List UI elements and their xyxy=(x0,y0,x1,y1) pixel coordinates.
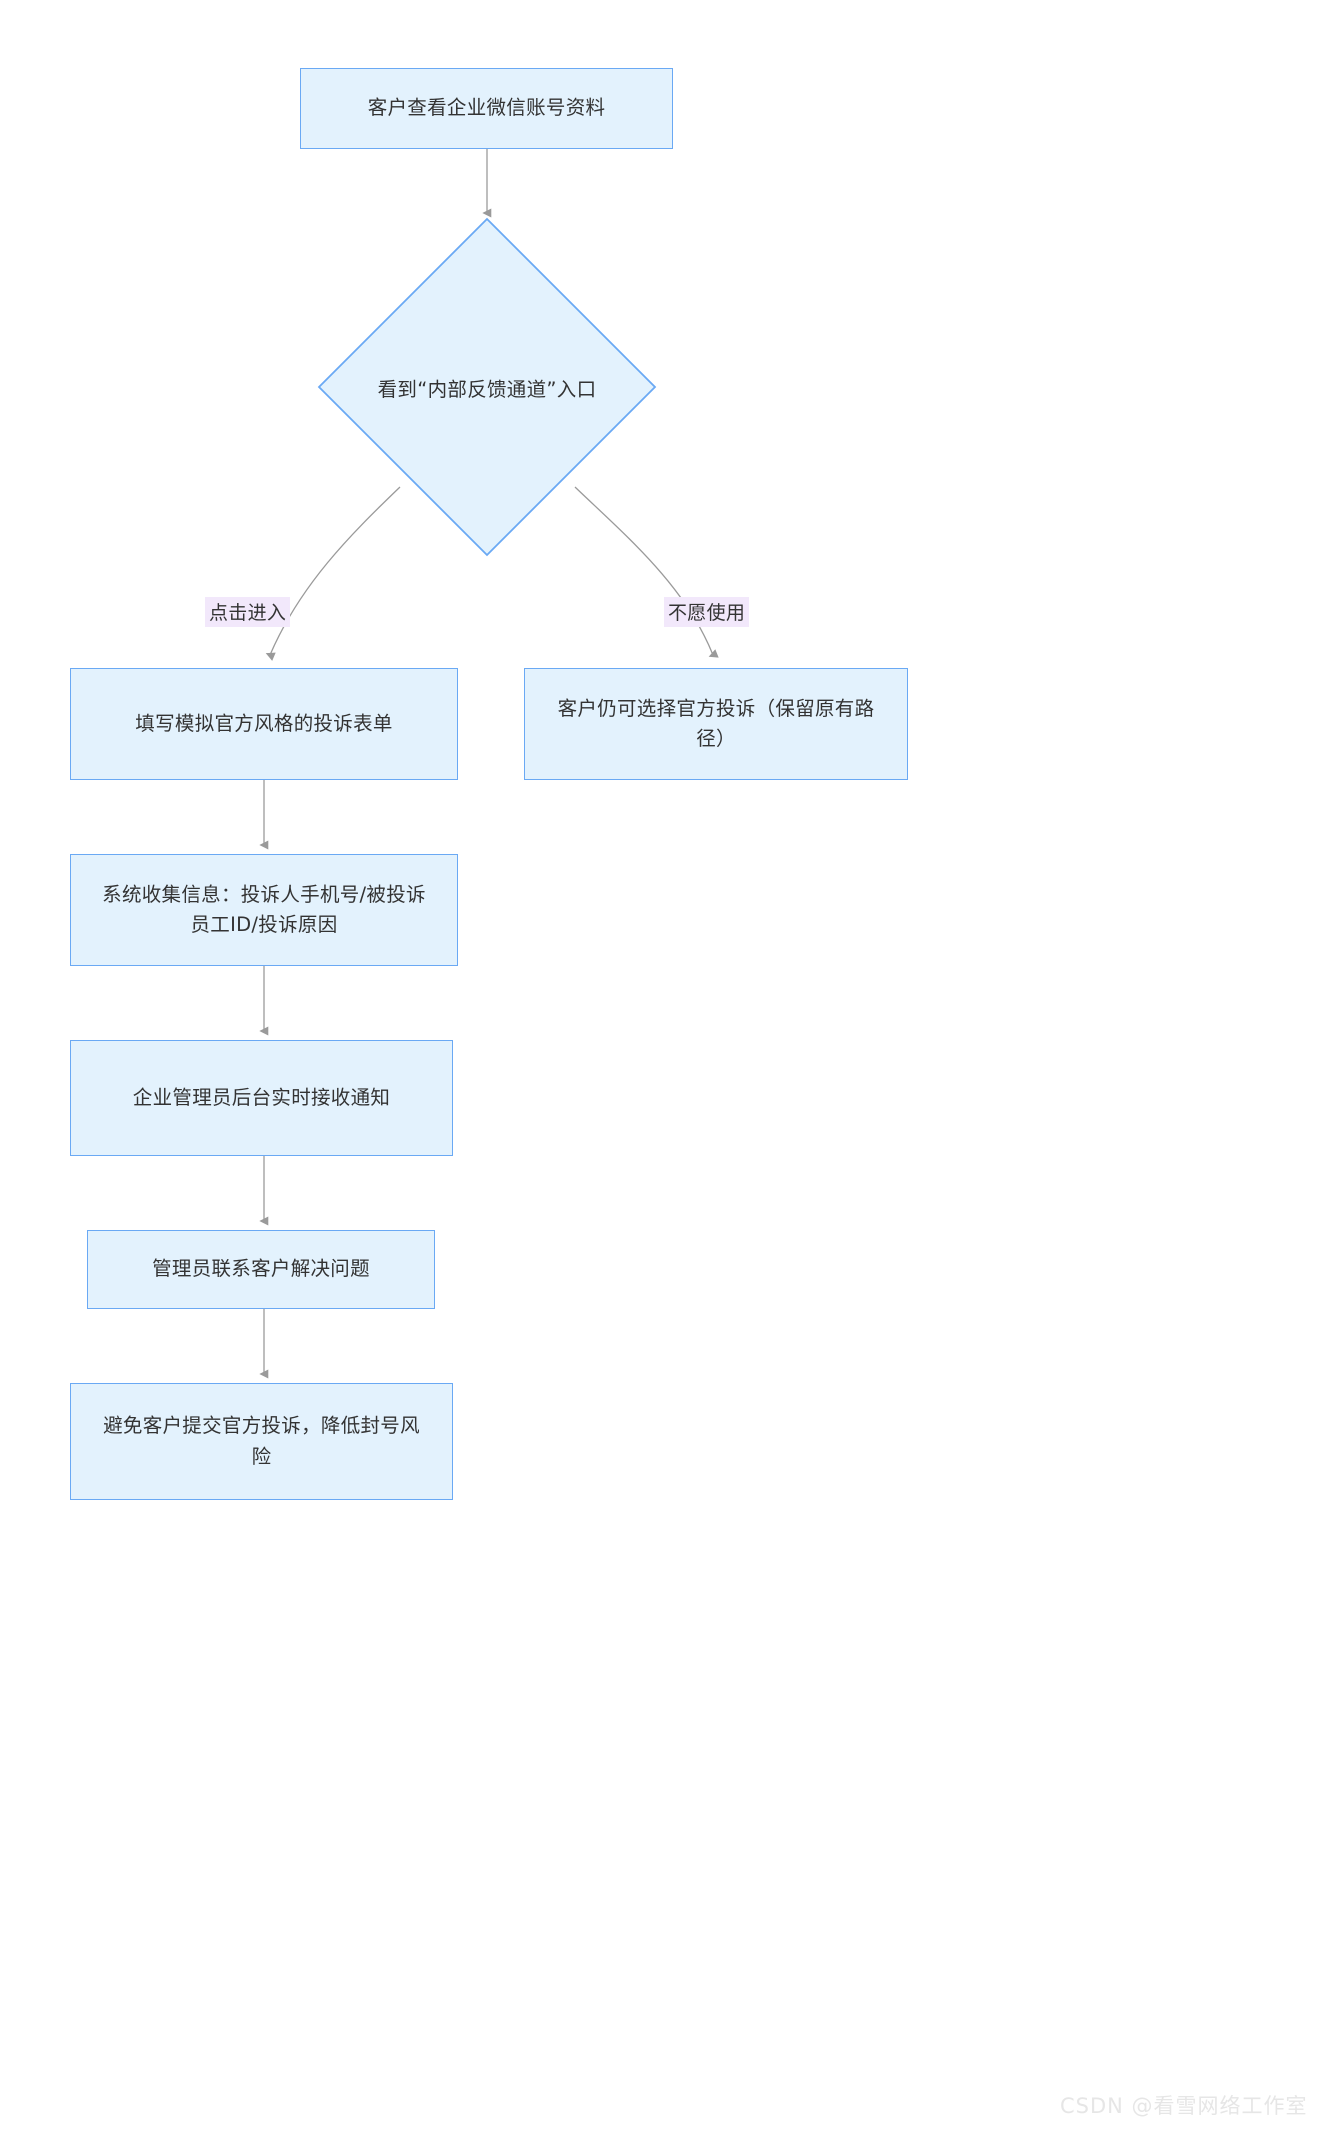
node-avoid-official-complaint[interactable]: 避免客户提交官方投诉，降低封号风 险 xyxy=(70,1383,453,1500)
node-sees-internal-feedback-entry[interactable]: 看到“内部反馈通道”入口 xyxy=(317,217,657,557)
node-label: 填写模拟官方风格的投诉表单 xyxy=(135,711,393,735)
node-label: 企业管理员后台实时接收通知 xyxy=(132,1085,391,1109)
node-system-collects-info[interactable]: 系统收集信息：投诉人手机号/被投诉 员工ID/投诉原因 xyxy=(70,854,458,966)
node-label: 系统收集信息：投诉人手机号/被投诉 员工ID/投诉原因 xyxy=(102,882,426,936)
node-label: 客户仍可选择官方投诉（保留原有路 径） xyxy=(557,696,875,750)
node-label: 客户查看企业微信账号资料 xyxy=(367,96,606,120)
node-official-complaint-path[interactable]: 客户仍可选择官方投诉（保留原有路 径） xyxy=(524,668,908,780)
node-label: 避免客户提交官方投诉，降低封号风 险 xyxy=(103,1414,420,1468)
edge-n2-n4 xyxy=(574,486,719,658)
edge-label-unwilling-to-use: 不愿使用 xyxy=(664,597,750,627)
node-fill-complaint-form[interactable]: 填写模拟官方风格的投诉表单 xyxy=(70,668,458,780)
node-admin-contacts-customer[interactable]: 管理员联系客户解决问题 xyxy=(87,1230,435,1309)
node-label: 看到“内部反馈通道”入口 xyxy=(377,377,597,401)
diamond-shape xyxy=(317,217,657,557)
node-label: 管理员联系客户解决问题 xyxy=(152,1257,370,1281)
edge-label-click-enter: 点击进入 xyxy=(205,597,291,627)
csdn-watermark: CSDN @看雪网络工作室 xyxy=(1060,2094,1308,2118)
node-admin-receives-notification[interactable]: 企业管理员后台实时接收通知 xyxy=(70,1040,453,1156)
node-customer-views-profile[interactable]: 客户查看企业微信账号资料 xyxy=(300,68,673,149)
edge-n2-n3 xyxy=(265,486,401,661)
